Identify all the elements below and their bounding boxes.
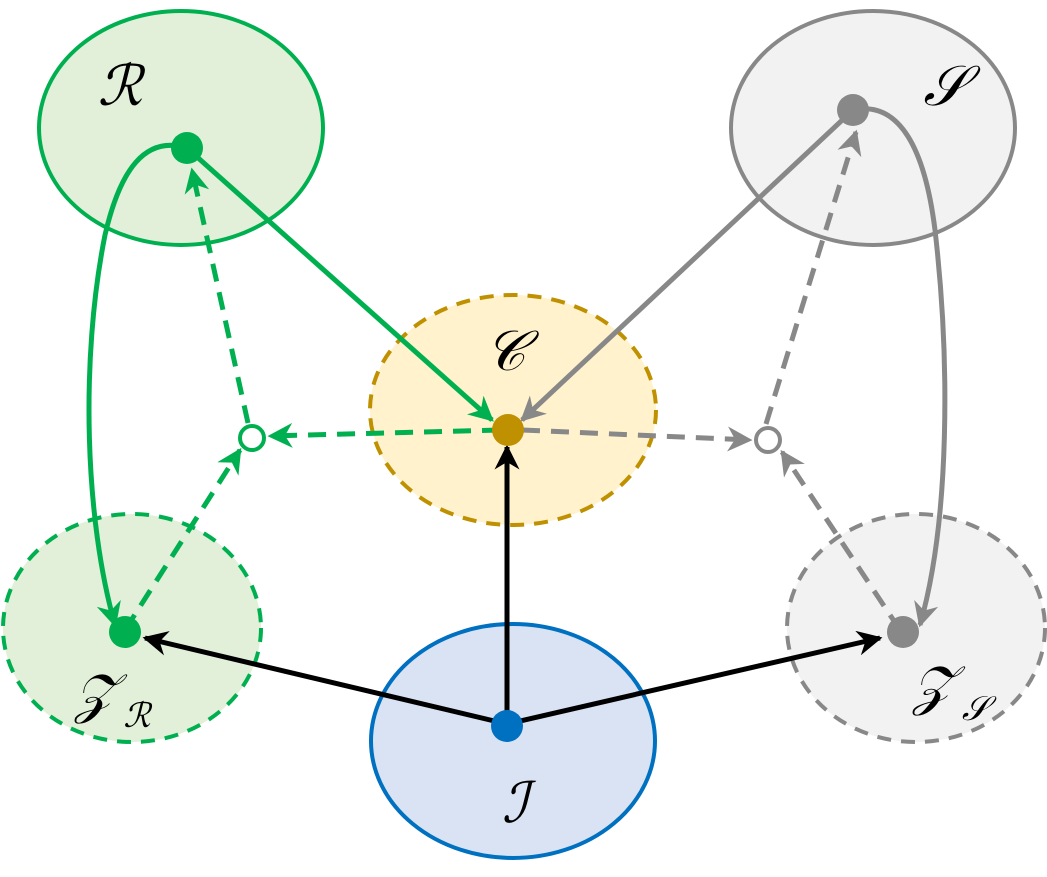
- edge-I-to-ZR: [142, 631, 508, 727]
- node-C-ellipse: [368, 293, 658, 527]
- edge-ZS-to-gray-junction: [779, 449, 903, 632]
- node-R-ellipse: [37, 9, 325, 247]
- node-ZS-dot: [887, 616, 919, 648]
- node-I-dot: [491, 710, 523, 742]
- edge-gray-junction-to-S: [763, 129, 862, 425]
- node-R-dot: [171, 132, 203, 164]
- edge-ZR-to-green-junction: [122, 447, 243, 632]
- node-I-ellipse: [369, 622, 657, 860]
- node-ZR-subscript: ℛ: [123, 696, 153, 736]
- node-S-ellipse: [729, 9, 1017, 247]
- edge-S-to-C: [520, 108, 855, 422]
- edge-I-to-ZS: [506, 630, 883, 727]
- gray-junction-hollow-dot: [754, 426, 782, 454]
- edge-R-to-C: [185, 146, 494, 422]
- edge-R-to-ZR-curve: [86, 142, 188, 628]
- node-ZR-dot: [109, 616, 141, 648]
- green-junction-hollow-dot: [238, 424, 266, 452]
- node-S-dot: [837, 94, 869, 126]
- edge-C-to-green-junction: [267, 422, 501, 448]
- node-R-label: ℛ: [98, 54, 146, 119]
- edge-green-junction-to-R: [184, 167, 251, 424]
- edge-S-to-ZS-curve: [852, 106, 948, 628]
- edge-C-to-gray-junction: [521, 426, 753, 452]
- node-C-dot: [492, 414, 524, 446]
